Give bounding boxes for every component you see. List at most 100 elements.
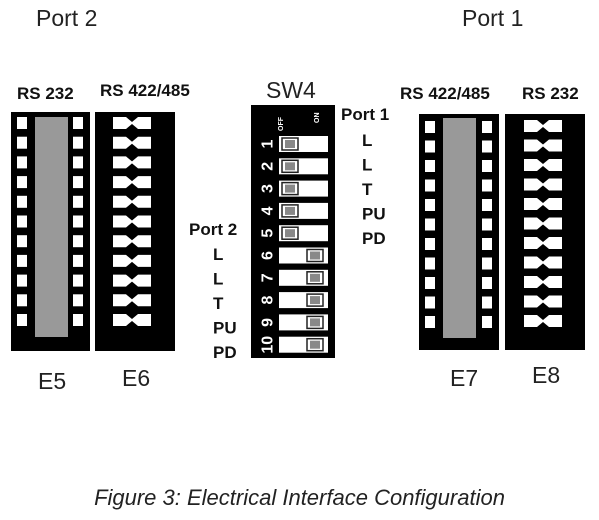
sw4-switch-actuator-grip <box>310 273 320 282</box>
e5-right-pin <box>73 136 83 149</box>
sw4-switch-number: 1 <box>260 139 277 148</box>
sw4-switch-actuator-grip <box>285 184 295 193</box>
e6-shunt <box>113 254 151 267</box>
e5-right-pin <box>73 274 83 287</box>
e5-left-pin-column <box>17 117 27 326</box>
e7-left-pin <box>425 218 435 231</box>
sw4-switch-number: 2 <box>260 162 277 171</box>
e7-right-pin <box>482 121 492 133</box>
sw4-number-column: 1 2 3 4 5 6 7 8 9 10 <box>260 139 277 353</box>
port-2-function-label: PU <box>213 319 237 338</box>
sw4-switch-actuator-grip <box>310 251 320 260</box>
e6-shunt <box>113 195 151 208</box>
e5-right-pin <box>73 235 83 248</box>
sw4-switch-actuator-grip <box>310 318 320 327</box>
sw4-port-1-label: Port 1 <box>341 105 389 124</box>
e8-shunt <box>524 178 562 191</box>
sw4-on-label: ON <box>314 113 321 124</box>
e6-shunt <box>113 235 151 248</box>
sw4-switch-actuator-grip <box>285 229 295 238</box>
e5-right-pin <box>73 254 83 267</box>
e7-right-pin <box>482 140 492 153</box>
sw4-switch-number: 5 <box>260 229 277 238</box>
e7-right-pin <box>482 277 492 289</box>
e5-left-pin <box>17 156 27 169</box>
sw4-switch-number: 10 <box>260 336 277 354</box>
e5-right-pin <box>73 117 83 129</box>
e7-left-pin <box>425 160 435 172</box>
e7-left-pin <box>425 257 435 270</box>
sw4-switch-actuator-grip <box>285 162 295 171</box>
e7-right-pin <box>482 218 492 231</box>
e7-header-label: RS 422/485 <box>400 84 490 103</box>
e5-right-pin <box>73 156 83 169</box>
e7-right-pin <box>482 296 492 309</box>
port-1-function-label: T <box>362 180 373 199</box>
e8-shunt <box>524 139 562 152</box>
e8-shunt <box>524 198 562 210</box>
port-1-function-label: PD <box>362 229 386 248</box>
e5-right-pin <box>73 314 83 326</box>
e5-right-pin <box>73 176 83 189</box>
e7-right-pin-column <box>482 121 492 328</box>
sw4-switch-number: 7 <box>260 273 277 282</box>
e5-left-pin <box>17 195 27 208</box>
e7-right-pin <box>482 316 492 328</box>
e7-name: E7 <box>450 365 478 391</box>
sw4-switch-number: 8 <box>260 296 277 305</box>
sw4-switch-actuator-grip <box>285 140 295 148</box>
e6-name: E6 <box>122 365 150 391</box>
e6-shunt <box>113 176 151 189</box>
jumper-block-e8 <box>505 114 585 350</box>
figure-caption: Figure 3: Electrical Interface Configura… <box>94 485 505 510</box>
e7-left-pin <box>425 199 435 211</box>
e6-shunt <box>113 294 151 307</box>
e8-header-label: RS 232 <box>522 84 579 103</box>
e7-right-pin <box>482 160 492 172</box>
e5-left-pin <box>17 136 27 149</box>
e6-header-label: RS 422/485 <box>100 81 190 100</box>
e5-left-pin <box>17 314 27 326</box>
jumper-block-e7 <box>419 114 499 350</box>
e8-shunt <box>524 120 562 132</box>
e8-shunt <box>524 295 562 308</box>
e5-left-pin <box>17 215 27 228</box>
e5-left-pin <box>17 254 27 267</box>
sw4-switch-number: 6 <box>260 251 277 260</box>
e6-shunt <box>113 117 151 129</box>
sw4-switch-number: 3 <box>260 184 277 193</box>
e7-right-pin <box>482 238 492 250</box>
sw4-switch-number: 9 <box>260 318 277 327</box>
sw4-switch-actuator-grip <box>285 206 295 215</box>
dip-switch-sw4: OFF ON 1 2 3 4 5 6 7 8 9 10 <box>251 105 335 358</box>
sw4-switch-actuator-grip <box>310 296 320 305</box>
e8-name: E8 <box>532 362 560 388</box>
e5-right-pin-column <box>73 117 83 326</box>
e6-shunt <box>113 136 151 149</box>
port-2-heading: Port 2 <box>36 5 97 31</box>
e8-shunt <box>524 256 562 269</box>
port-1-function-label: L <box>362 156 372 175</box>
sw4-switch-column <box>279 136 328 353</box>
jumper-block-e5 <box>11 112 90 351</box>
e8-jumper-shunts <box>524 120 562 327</box>
e6-jumper-shunts <box>113 117 151 326</box>
e8-shunt <box>524 237 562 249</box>
sw4-port-2-label: Port 2 <box>189 220 237 239</box>
sw4-switch-number: 4 <box>260 206 277 215</box>
port-2-function-label: L <box>213 245 223 264</box>
sw4-title: SW4 <box>266 77 316 103</box>
e5-left-pin <box>17 176 27 189</box>
e8-shunt <box>524 276 562 288</box>
sw4-off-label: OFF <box>278 116 285 131</box>
e5-left-pin <box>17 235 27 248</box>
e7-left-pin <box>425 179 435 192</box>
e5-right-pin <box>73 215 83 228</box>
e5-left-pin <box>17 274 27 287</box>
sw4-switch-actuator-grip <box>310 340 320 349</box>
e7-left-pin <box>425 277 435 289</box>
e6-shunt <box>113 274 151 287</box>
